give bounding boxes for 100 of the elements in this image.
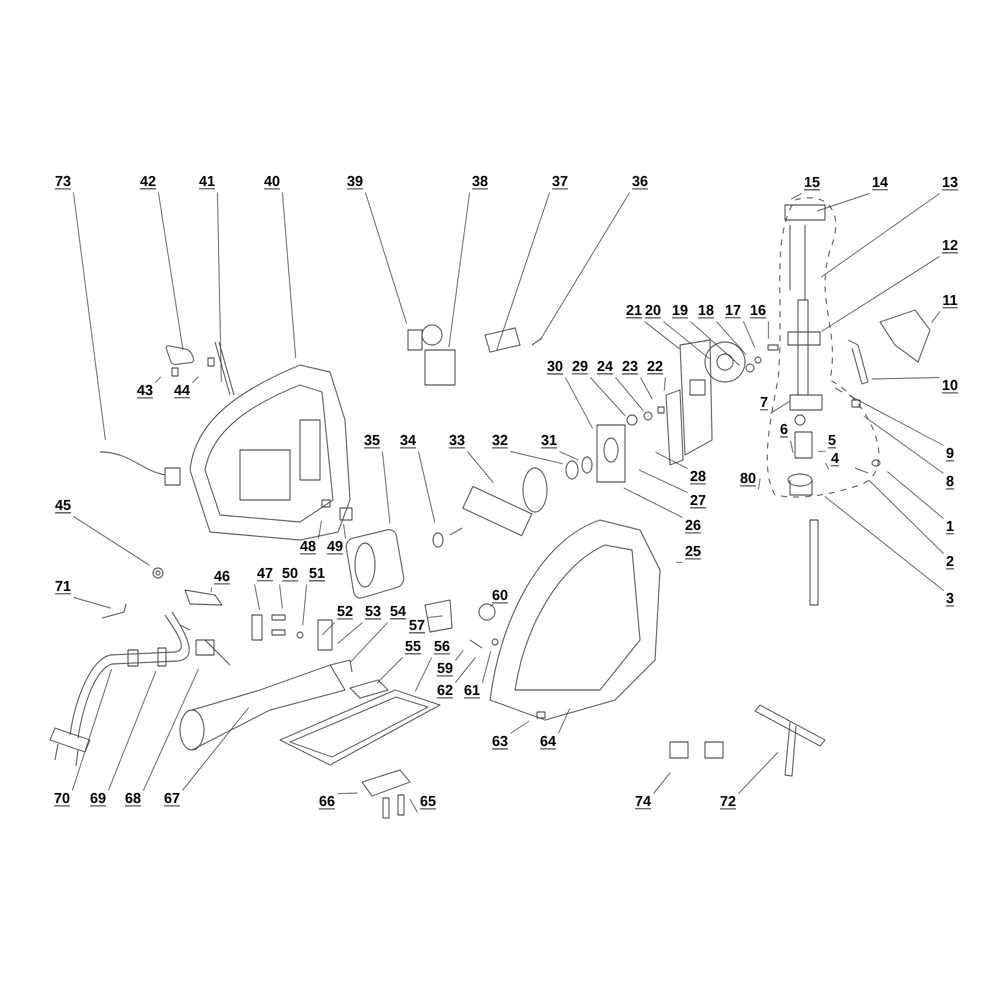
callout-number: 66 xyxy=(318,796,336,810)
leader-line xyxy=(489,604,494,607)
leader-line xyxy=(675,562,683,563)
leader-line xyxy=(455,657,476,683)
callout-number: 15 xyxy=(804,176,820,190)
leader-line xyxy=(73,597,112,608)
callout-number: 59 xyxy=(436,662,454,676)
leader-line xyxy=(337,792,358,794)
callout-number: 31 xyxy=(540,434,558,448)
leader-line xyxy=(824,496,944,591)
leader-line xyxy=(350,622,388,664)
leader-line xyxy=(455,650,464,661)
callout-number: 34 xyxy=(400,434,416,448)
leader-line xyxy=(182,707,249,791)
leader-line xyxy=(565,377,594,429)
leader-line xyxy=(558,708,570,734)
leader-line xyxy=(343,524,346,539)
callout-number: 36 xyxy=(632,176,648,190)
callout-number: 51 xyxy=(308,568,326,582)
leader-line xyxy=(427,616,444,618)
leader-line xyxy=(690,321,740,366)
callout-number: 54 xyxy=(390,606,406,620)
leader-line xyxy=(655,452,688,469)
callout-number: 44 xyxy=(174,385,190,398)
leader-line xyxy=(376,657,403,684)
callout-number: 57 xyxy=(408,620,426,634)
leader-line xyxy=(155,376,162,383)
callout-number: 80 xyxy=(740,472,756,486)
callout-number: 64 xyxy=(540,736,556,750)
leader-line xyxy=(623,488,683,518)
leader-line xyxy=(590,377,626,416)
leader-line xyxy=(743,321,756,348)
callout-number: 11 xyxy=(942,295,958,308)
callout-number: 18 xyxy=(698,304,714,318)
callout-number: 42 xyxy=(140,176,156,190)
callout-number: 72 xyxy=(720,796,736,810)
callout-number: 73 xyxy=(54,176,72,190)
callout-number: 62 xyxy=(436,684,454,698)
callout-number: 56 xyxy=(434,640,450,654)
leader-line xyxy=(821,256,940,332)
leader-line xyxy=(496,192,550,351)
callout-number: 47 xyxy=(256,568,274,582)
callout-number: 24 xyxy=(596,361,614,374)
callout-number: 49 xyxy=(326,540,344,554)
leader-line xyxy=(282,192,296,358)
leader-line xyxy=(664,377,666,392)
callout-number: 5 xyxy=(828,434,836,448)
leader-line xyxy=(887,471,944,519)
leader-line xyxy=(820,193,940,278)
callout-number: 21 xyxy=(626,305,642,318)
callout-number: 23 xyxy=(622,360,638,374)
callout-number: 30 xyxy=(546,360,564,374)
callout-number: 32 xyxy=(492,434,508,448)
leader-line xyxy=(510,720,530,734)
callout-number: 65 xyxy=(420,796,436,810)
callout-number: 28 xyxy=(690,470,706,484)
leader-line xyxy=(143,668,199,791)
callout-number: 46 xyxy=(214,570,230,584)
leader-line xyxy=(640,377,653,400)
callout-number: 43 xyxy=(136,384,154,398)
callout-number: 27 xyxy=(690,495,706,508)
leader-line xyxy=(868,480,944,554)
callout-number: 4 xyxy=(830,453,840,466)
callout-number: 39 xyxy=(346,176,364,190)
callout-number: 17 xyxy=(724,305,742,318)
leader-line xyxy=(409,798,418,813)
callout-number: 70 xyxy=(54,792,70,806)
leader-line xyxy=(73,192,106,440)
callout-number: 3 xyxy=(946,592,954,606)
leader-line xyxy=(872,377,940,380)
callout-number: 6 xyxy=(780,424,788,438)
leader-line xyxy=(816,193,870,212)
callout-number: 37 xyxy=(552,176,568,190)
callout-number: 63 xyxy=(492,736,508,750)
callout-number: 8 xyxy=(946,476,954,490)
callout-number: 45 xyxy=(54,500,72,514)
leader-line xyxy=(448,192,470,348)
leader-line xyxy=(482,650,492,683)
leader-line xyxy=(510,451,563,464)
leader-line xyxy=(716,321,747,356)
callout-number: 12 xyxy=(942,240,958,254)
leader-line xyxy=(337,622,363,644)
callout-number: 25 xyxy=(684,546,702,560)
leader-line xyxy=(758,478,760,490)
leader-line xyxy=(615,377,644,411)
callout-number: 19 xyxy=(672,304,688,318)
leader-line xyxy=(825,462,829,470)
callout-number: 9 xyxy=(946,448,954,462)
callout-number: 10 xyxy=(942,380,958,394)
leader-line xyxy=(768,321,769,340)
callout-number: 41 xyxy=(198,176,216,190)
callout-number: 71 xyxy=(54,581,72,594)
callout-number: 55 xyxy=(404,640,422,654)
leader-line xyxy=(210,587,212,592)
callout-number: 1 xyxy=(946,521,954,534)
leader-line xyxy=(72,669,112,791)
leader-line xyxy=(864,416,944,474)
leader-line xyxy=(73,516,150,566)
leader-line xyxy=(322,622,335,636)
leader-line xyxy=(931,311,940,323)
